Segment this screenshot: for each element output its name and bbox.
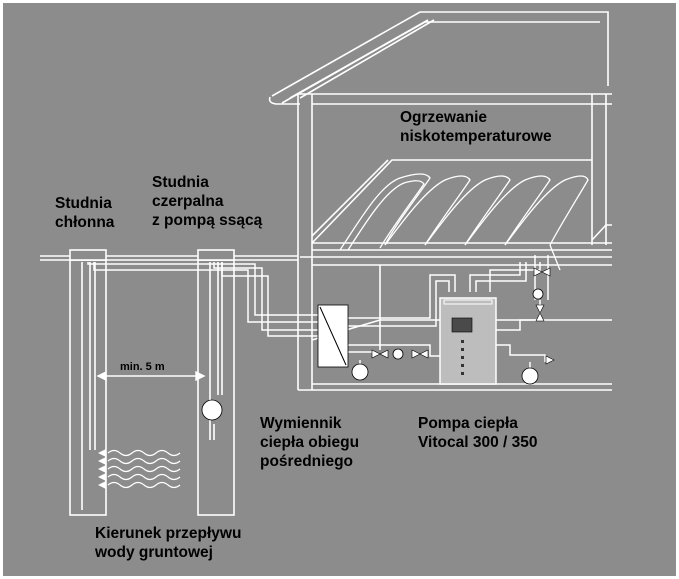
draw-well bbox=[197, 259, 235, 516]
label-studnia-czerpalna-line-2: czerpalna bbox=[152, 193, 224, 210]
label-ogrzewanie-line-2: niskotemperaturowe bbox=[400, 128, 552, 145]
label-ogrzewanie-line-1: Ogrzewanie bbox=[400, 109, 487, 126]
label-studnia-czerpalna-line-3: z pompą ssącą bbox=[152, 212, 263, 229]
heat-pump-display bbox=[451, 317, 473, 333]
groundwater-flow-icon bbox=[107, 449, 181, 489]
label-kierunek-line-1: Kierunek przepływu bbox=[95, 525, 242, 542]
label-kierunek-line-2: wody gruntowej bbox=[95, 544, 213, 561]
label-studnia-chlonna-line-1: Studnia bbox=[55, 195, 112, 212]
house-structure bbox=[40, 11, 612, 391]
label-wymiennik-line-2: ciepła obiegu bbox=[260, 434, 360, 451]
valve-icon bbox=[392, 348, 404, 360]
label-wymiennik-line-1: Wymiennik bbox=[260, 415, 342, 432]
circulation-pump-icon bbox=[521, 367, 539, 385]
label-studnia-chlonna: Studnia chłonna bbox=[55, 194, 114, 232]
label-studnia-czerpalna: Studnia czerpalna z pompą ssącą bbox=[152, 173, 262, 230]
heat-pump-indicators bbox=[461, 340, 464, 375]
label-pompa-line-1: Pompa ciepła bbox=[418, 415, 518, 432]
valve-icon bbox=[532, 288, 544, 300]
flow-arrowheads bbox=[98, 449, 106, 489]
roof-outline bbox=[271, 11, 609, 97]
submersible-pump-icon bbox=[201, 399, 223, 421]
label-studnia-czerpalna-line-1: Studnia bbox=[152, 174, 209, 191]
valves bbox=[371, 267, 555, 365]
heat-pump-unit bbox=[439, 297, 497, 385]
wells bbox=[69, 249, 235, 516]
label-wymiennik-line-3: pośredniego bbox=[260, 453, 354, 470]
label-studnia-chlonna-line-2: chłonna bbox=[55, 214, 115, 231]
label-kierunek: Kierunek przepływu wody gruntowej bbox=[95, 524, 241, 562]
heat-exchanger-diagonal bbox=[319, 306, 347, 366]
label-pompa-line-2: Vitocal 300 / 350 bbox=[418, 434, 538, 451]
distance-arrow bbox=[96, 370, 206, 382]
label-ogrzewanie: Ogrzewanie niskotemperaturowe bbox=[400, 108, 552, 146]
pipes bbox=[87, 255, 549, 368]
label-pompa: Pompa ciepła Vitocal 300 / 350 bbox=[418, 414, 538, 452]
floor-slab-edge bbox=[311, 159, 592, 244]
gutter bbox=[268, 96, 300, 105]
circulation-pump-icon bbox=[351, 363, 369, 381]
label-wymiennik: Wymiennik ciepła obiegu pośredniego bbox=[260, 414, 359, 471]
label-distance: min. 5 m bbox=[120, 361, 165, 373]
underfloor-heating-coils bbox=[339, 173, 589, 271]
